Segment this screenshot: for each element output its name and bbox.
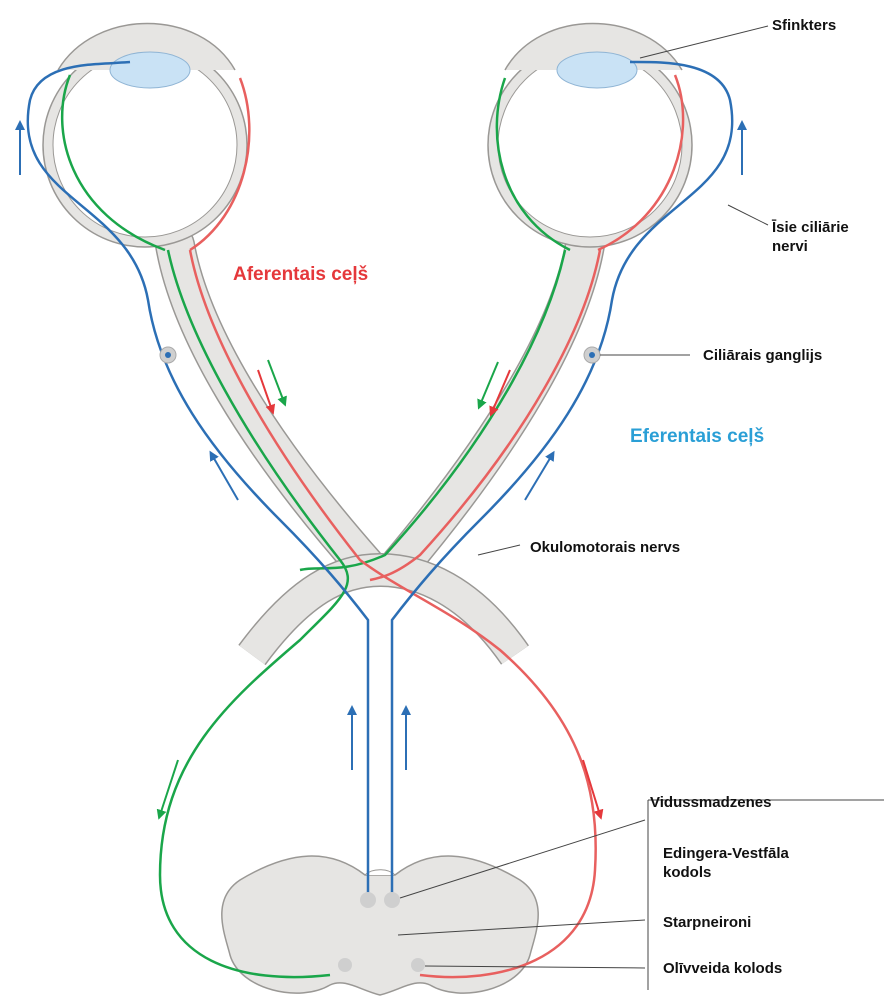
left-eye <box>43 24 249 251</box>
midbrain-notch <box>365 870 395 875</box>
ciliary-ganglion-label: Ciliārais ganglijs <box>703 347 822 364</box>
sphincter-label: Sfinkters <box>772 17 836 34</box>
efferent-pathway-label: Eferentais ceļš <box>630 426 764 447</box>
short-ciliary-label-1: Īsie ciliārie <box>771 219 849 236</box>
ew-nucleus-label-1: Edingera-Vestfāla <box>663 845 790 862</box>
right-eye <box>488 24 692 251</box>
optic-pathway-tissue <box>175 245 585 655</box>
oculomotor-nerve-label: Okulomotorais nervs <box>530 539 680 556</box>
midbrain-label: Vidussmadzenes <box>650 794 771 811</box>
afferent-pathway-label: Aferentais ceļš <box>233 264 368 285</box>
left-olivary-nucleus <box>338 958 352 972</box>
short-ciliary-label-2: nervi <box>772 238 808 255</box>
interneurons-label: Starpneironi <box>663 914 751 931</box>
left-ew-nucleus <box>360 892 376 908</box>
right-ew-nucleus <box>384 892 400 908</box>
ew-nucleus-label-2: kodols <box>663 864 711 881</box>
right-lens <box>557 52 637 88</box>
right-olivary-nucleus <box>411 958 425 972</box>
olivary-nucleus-label: Olīvveida kolods <box>663 960 782 977</box>
left-lens <box>110 52 190 88</box>
